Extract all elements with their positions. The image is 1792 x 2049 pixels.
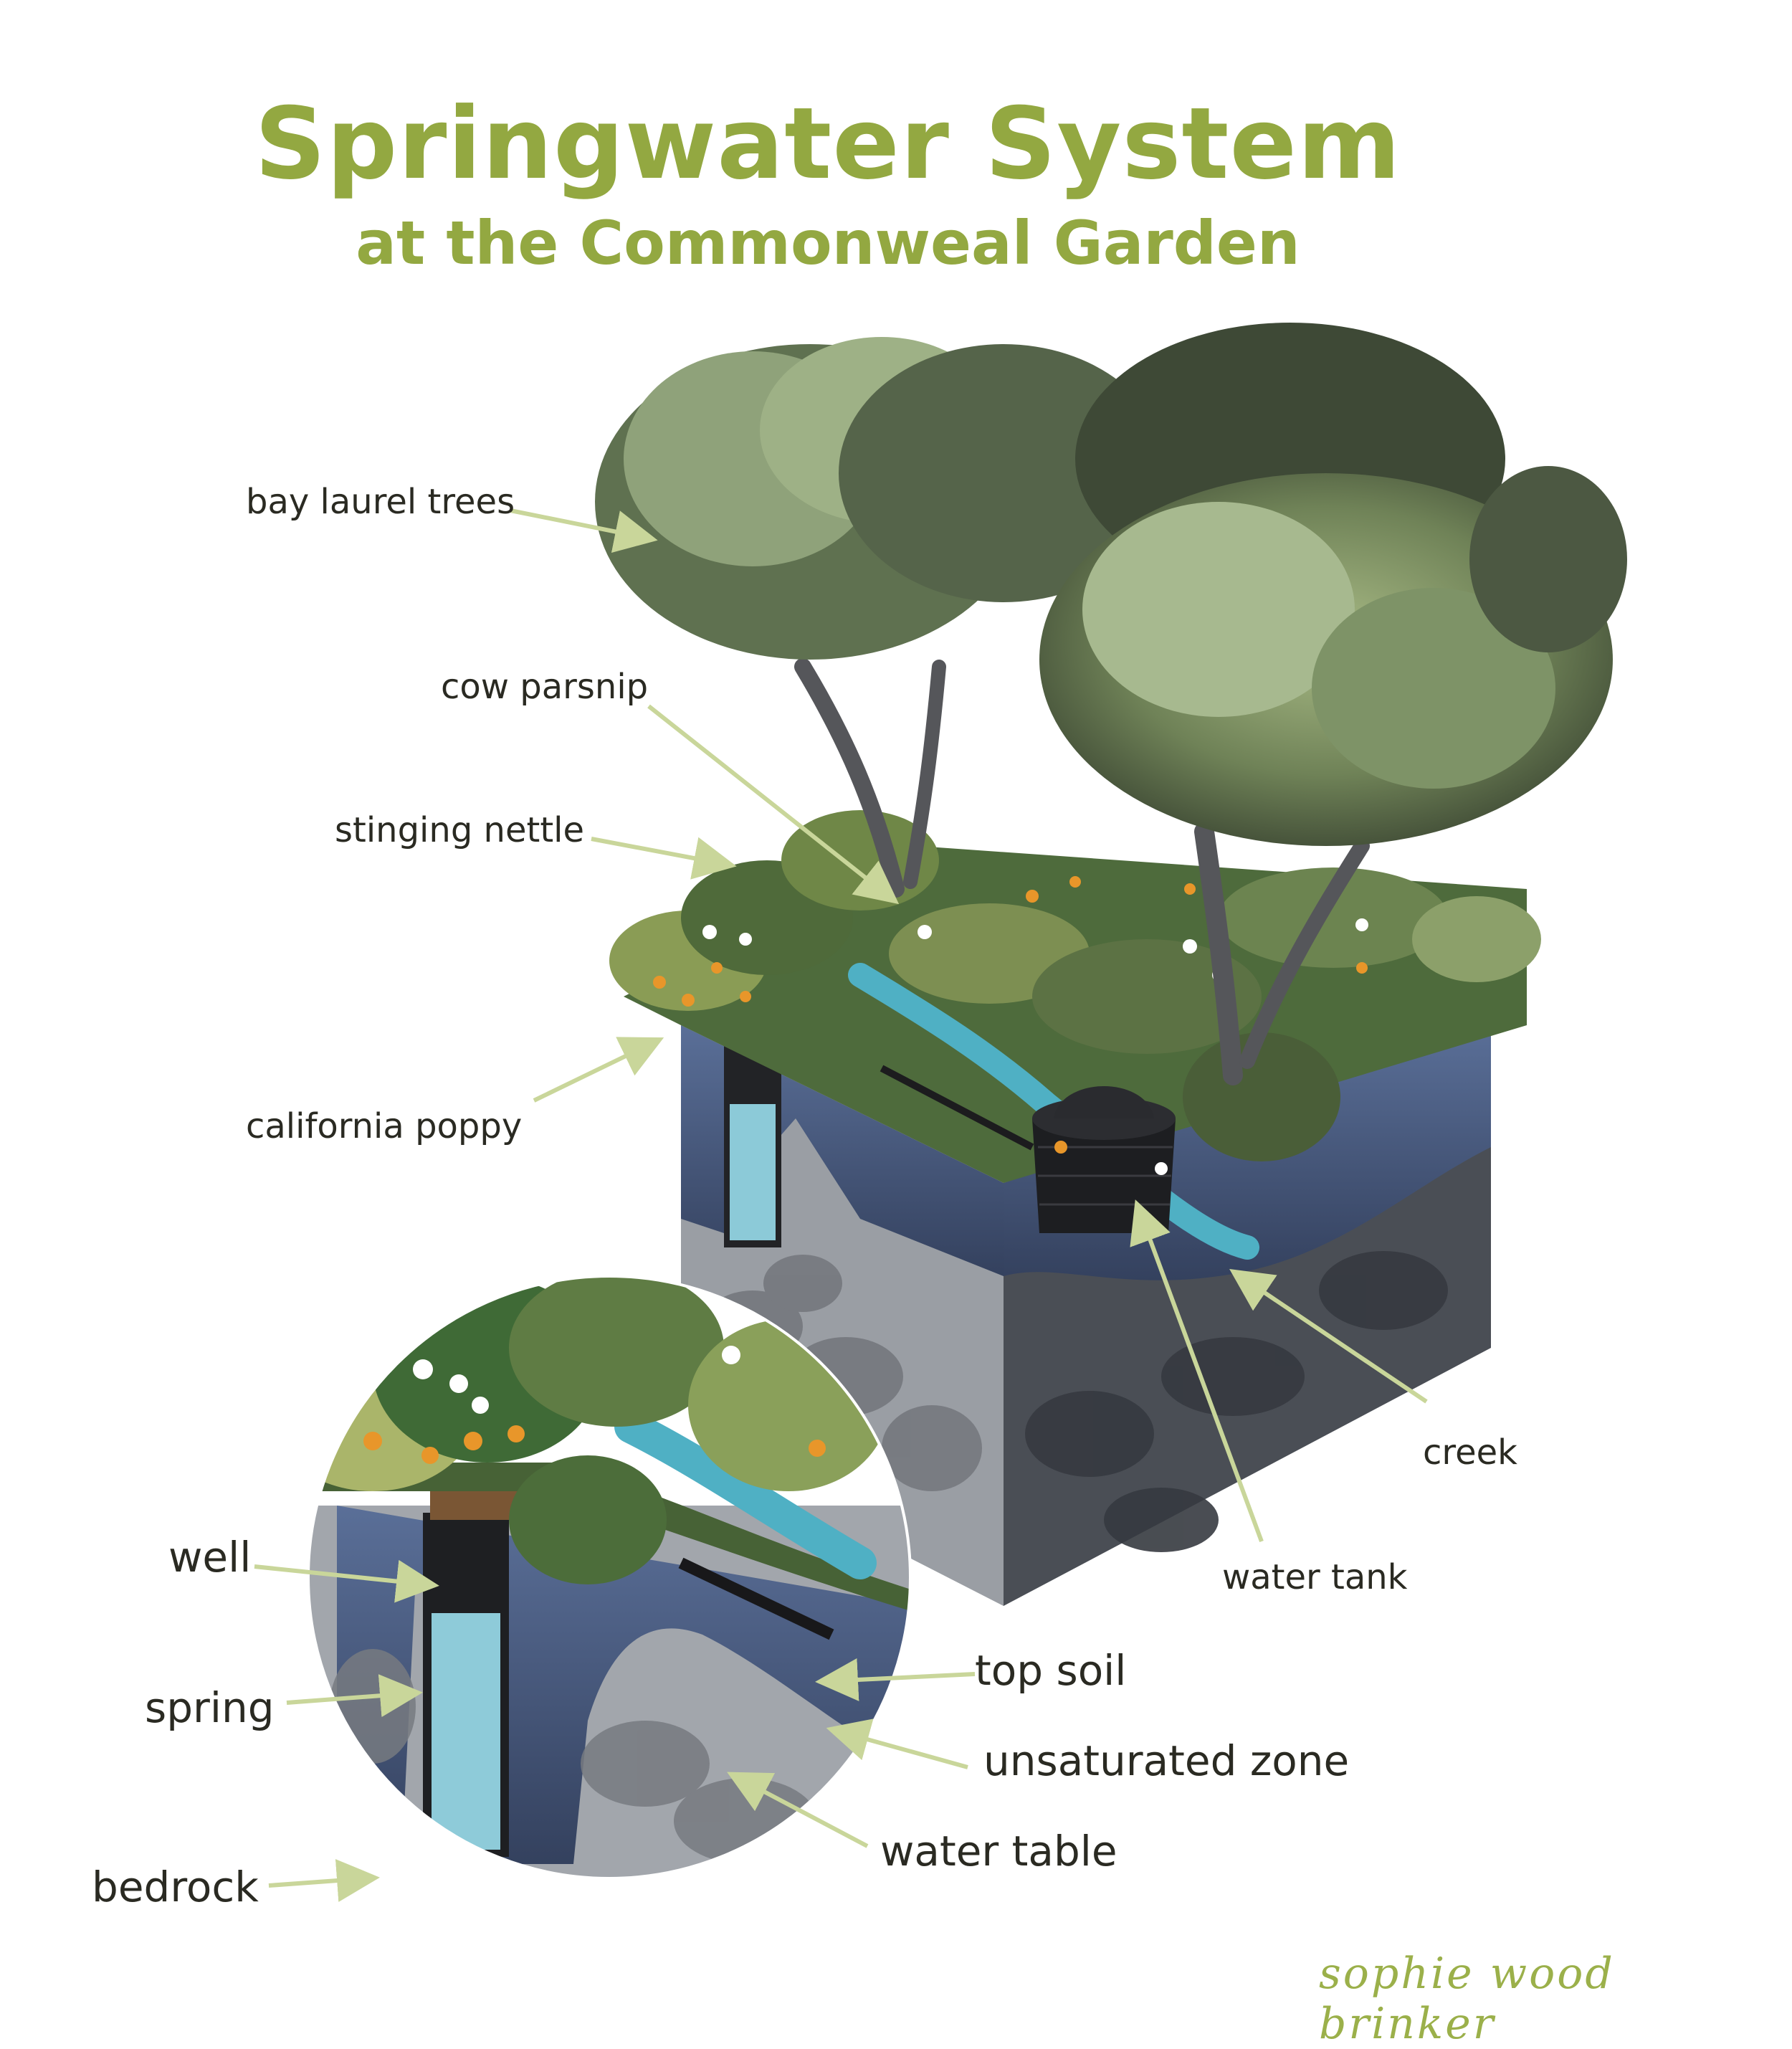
diagram-title: Springwater System xyxy=(254,86,1401,201)
arrow-spring xyxy=(286,1674,423,1718)
water-tank-shape xyxy=(1032,1086,1176,1233)
label-water-tank: water tank xyxy=(1222,1557,1408,1597)
spring-water-main xyxy=(730,1104,776,1240)
bay-laurel-canopy xyxy=(595,323,1627,846)
artist-signature: sophie wood brinker xyxy=(1319,1949,1615,2049)
label-cow-parsnip: cow parsnip xyxy=(441,667,649,707)
leader-arrows xyxy=(254,508,1428,1902)
poppy-flowers xyxy=(653,876,1368,1154)
diagram-subtitle: at the Commonweal Garden xyxy=(356,208,1300,278)
arrow-unsaturated-zone xyxy=(826,1718,968,1769)
arrow-water-table xyxy=(727,1772,869,1848)
spring-water-zoom xyxy=(432,1613,500,1850)
arrow-bay-laurel xyxy=(510,508,658,553)
label-top-soil: top soil xyxy=(975,1646,1127,1695)
label-california-poppy: california poppy xyxy=(246,1106,523,1146)
arrow-well xyxy=(254,1559,439,1603)
label-bedrock: bedrock xyxy=(92,1863,259,1911)
label-spring: spring xyxy=(145,1683,275,1732)
label-bay-laurel-trees: bay laurel trees xyxy=(246,482,515,522)
label-water-table: water table xyxy=(880,1827,1117,1876)
label-stinging-nettle: stinging nettle xyxy=(335,810,584,850)
label-unsaturated-zone: unsaturated zone xyxy=(983,1736,1350,1785)
arrow-california-poppy xyxy=(533,1037,664,1103)
creek-zoom xyxy=(614,1410,877,1579)
arrow-stinging-nettle xyxy=(591,837,737,880)
arrow-water-tank xyxy=(1130,1199,1264,1543)
label-creek: creek xyxy=(1423,1432,1517,1473)
pipe-zoom xyxy=(678,1557,834,1640)
arrow-creek xyxy=(1229,1268,1428,1404)
arrow-bedrock xyxy=(268,1859,380,1902)
arrow-top-soil xyxy=(815,1658,976,1701)
creek-stream xyxy=(848,963,1259,1260)
arrow-cow-parsnip xyxy=(647,704,900,905)
label-well: well xyxy=(168,1533,252,1582)
water-pipe xyxy=(880,1065,1034,1151)
tree-trunks xyxy=(794,658,1370,1085)
